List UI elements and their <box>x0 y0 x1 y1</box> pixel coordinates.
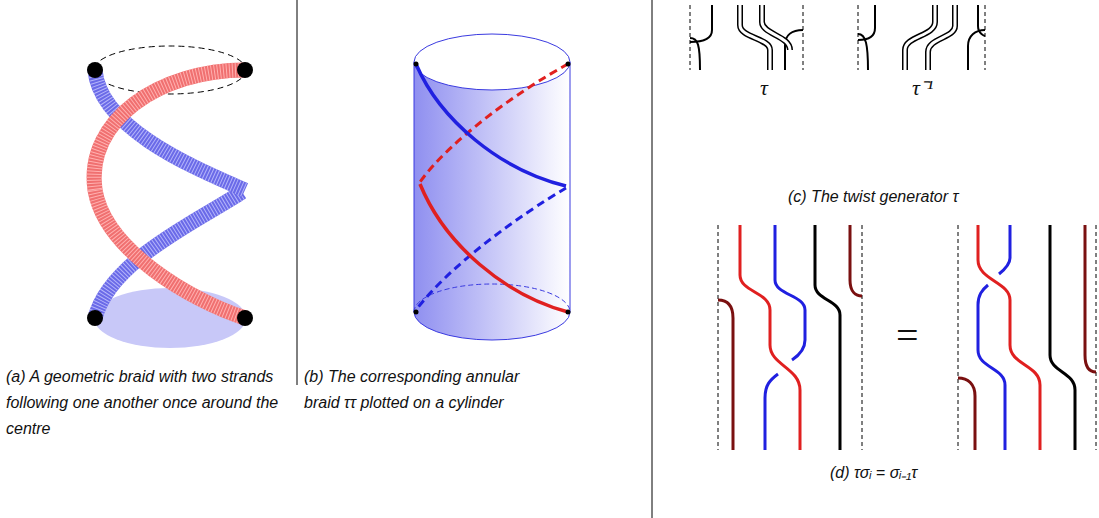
blue-strand <box>95 70 245 190</box>
twist-generator <box>690 5 985 70</box>
blue-strand <box>95 192 242 318</box>
endpoint-dot <box>237 310 253 326</box>
red-strand-texture <box>95 190 245 318</box>
annular-braid-cylinder <box>414 34 571 340</box>
red-strand <box>95 190 245 318</box>
endpoint-dot <box>237 62 253 78</box>
red-strand-front <box>420 184 568 312</box>
base-disc <box>94 288 246 348</box>
panel-caption: (c) The twist generator τ <box>788 184 958 210</box>
cylinder-body <box>414 62 570 340</box>
red-strand <box>94 70 245 190</box>
geometric-braid <box>87 46 253 348</box>
red-strand-back <box>420 64 568 182</box>
endpoint-dot <box>87 310 103 326</box>
panel-caption: (d) τσᵢ = σᵢ₋₁τ <box>830 460 917 486</box>
red-strand-texture <box>94 70 245 190</box>
blue-strand-texture <box>95 70 245 190</box>
cylinder-top <box>414 34 570 90</box>
endpoint-dot <box>566 62 571 67</box>
blue-strand-back <box>416 188 566 310</box>
endpoint-dot <box>87 62 103 78</box>
blue-strand-texture <box>95 192 242 318</box>
generator-label: τ⁻¹ <box>912 76 933 100</box>
endpoint-dot <box>414 62 419 67</box>
blue-strand-front <box>416 64 566 186</box>
cylinder-back-rim <box>414 284 570 312</box>
endpoint-dot <box>566 310 571 315</box>
panel-caption: (b) The corresponding annular braid ττ p… <box>304 364 554 416</box>
panel-separator <box>297 0 298 385</box>
generator-label: τ <box>760 76 768 100</box>
equals-sign: = <box>896 316 919 356</box>
braid-relation <box>718 225 1096 450</box>
panel-caption: (a) A geometric braid with two strands f… <box>6 364 288 442</box>
endpoint-dot <box>414 310 419 315</box>
panel-separator <box>652 0 653 518</box>
